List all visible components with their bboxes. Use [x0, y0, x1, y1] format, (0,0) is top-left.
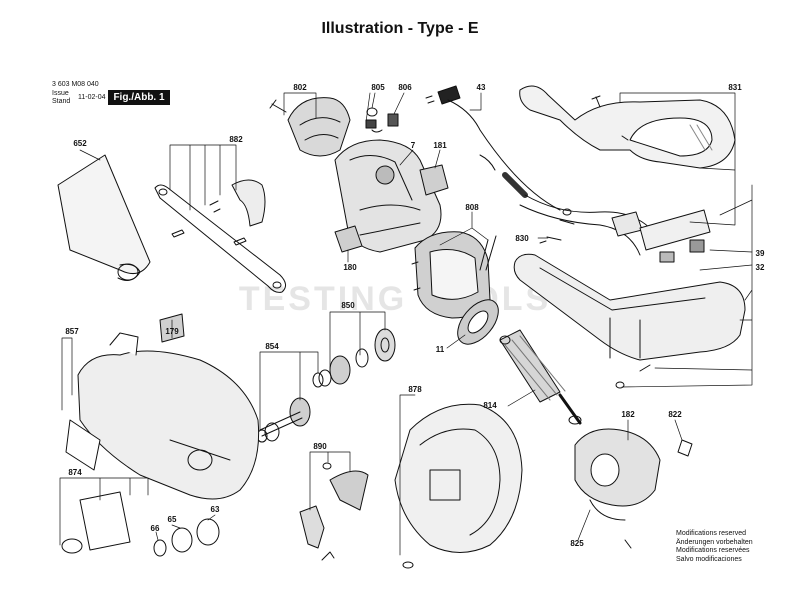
part-43-power-cable [425, 85, 561, 211]
part-cable-strain-relief [479, 154, 661, 256]
part-850-gears [318, 328, 396, 387]
callout-39: 39 [756, 249, 765, 258]
callout-857: 857 [65, 327, 79, 336]
part-874-accessories [61, 491, 220, 557]
callout-179: 179 [165, 327, 179, 336]
part-182-gearbox [574, 428, 693, 549]
callout-814: 814 [483, 401, 497, 410]
callout-7: 7 [411, 141, 416, 150]
part-housing-base [513, 253, 746, 389]
callout-808: 808 [465, 203, 479, 212]
modifications-note: Modifications reserved Änderungen vorbeh… [676, 530, 753, 564]
part-number: 3 603 M08 040 [52, 81, 99, 88]
callout-labels: 802 805 806 43 831 652 882 7 181 808 830… [65, 83, 765, 548]
callout-182: 182 [621, 410, 635, 419]
callout-830: 830 [515, 234, 529, 243]
callout-878: 878 [408, 385, 422, 394]
callout-825: 825 [570, 539, 584, 548]
part-854-shaft [256, 372, 324, 443]
callout-882: 882 [229, 135, 243, 144]
part-11-fan [457, 299, 499, 345]
part-878-upper-guard [394, 403, 523, 569]
issue-label: Issue [52, 90, 69, 97]
callout-652: 652 [73, 139, 87, 148]
part-831-handle [519, 85, 736, 169]
note-line: Änderungen vorbehalten [676, 538, 753, 546]
stand-label: Stand [52, 98, 71, 105]
part-808-stator [411, 231, 497, 319]
part-switch-assembly [539, 209, 711, 263]
leader-lines [59, 92, 753, 556]
issue-date: 11-02-04 [78, 94, 106, 101]
part-890-holder [299, 462, 369, 561]
part-7-motor-housing [334, 139, 442, 253]
callout-32: 32 [756, 263, 765, 272]
part-802-motor-cap [287, 97, 351, 157]
callout-831: 831 [728, 83, 742, 92]
screw-icon [591, 95, 601, 108]
callout-43: 43 [477, 83, 486, 92]
callout-181: 181 [433, 141, 447, 150]
callout-822: 822 [668, 410, 682, 419]
page-title: Illustration - Type - E [321, 20, 479, 37]
part-180-label [334, 225, 363, 253]
callout-805: 805 [371, 83, 385, 92]
callout-890: 890 [313, 442, 327, 451]
screw-icon [269, 99, 287, 113]
callout-65: 65 [168, 515, 177, 524]
note-line: Salvo modificaciones [676, 555, 742, 563]
note-line: Modifications reservées [676, 547, 750, 554]
callout-180: 180 [343, 263, 357, 272]
callout-63: 63 [211, 505, 220, 514]
part-181-label [419, 164, 449, 196]
part-814-armature [499, 329, 582, 425]
figure-badge: Fig./Abb. 1 [108, 90, 170, 105]
callout-850: 850 [341, 301, 355, 310]
callout-802: 802 [293, 83, 307, 92]
note-line: Modifications reserved [676, 530, 747, 537]
part-652-guard-flap [57, 154, 151, 281]
callout-806: 806 [398, 83, 412, 92]
part-882-lever [154, 179, 286, 293]
callout-66: 66 [151, 524, 160, 533]
callout-11: 11 [436, 345, 445, 354]
callout-854: 854 [265, 342, 279, 351]
callout-874: 874 [68, 468, 82, 477]
part-857-lower-guard [65, 313, 260, 500]
part-805-806-brushes [365, 107, 399, 133]
